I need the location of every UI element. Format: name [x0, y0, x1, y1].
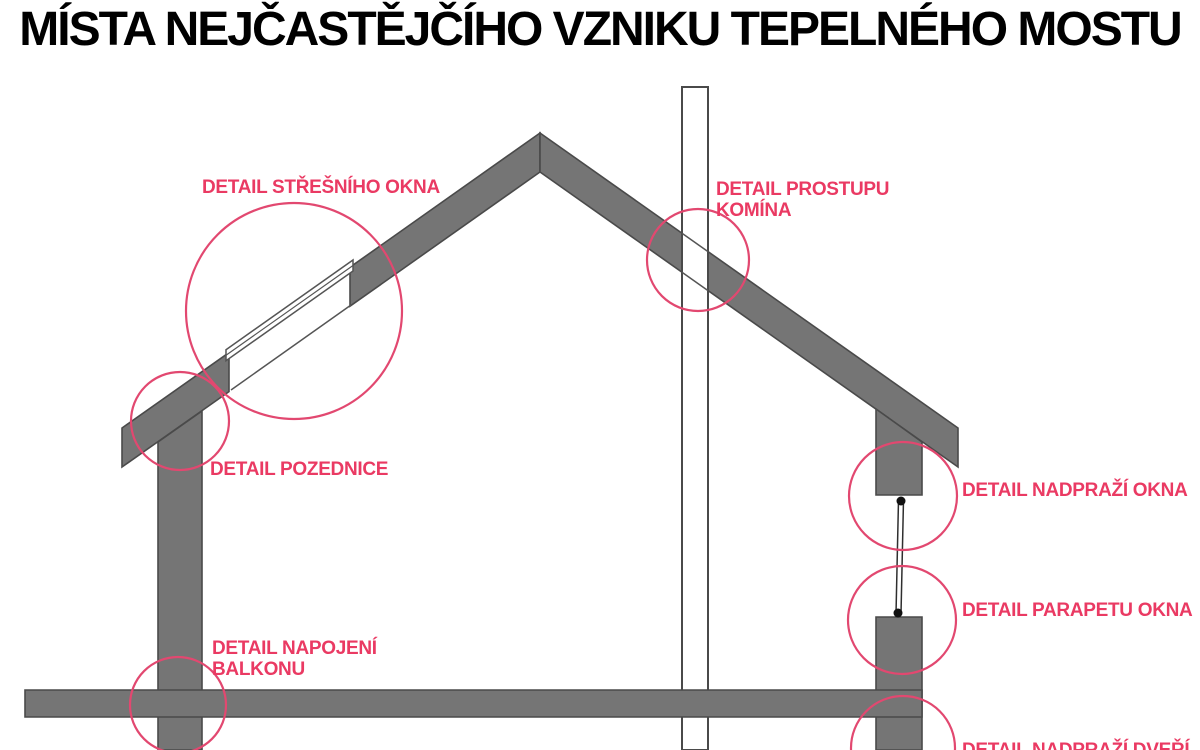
circle-chimney-detail [645, 207, 751, 313]
label-wall-plate-detail: DETAIL POZEDNICE [210, 459, 389, 480]
circle-window-sill-detail [846, 564, 958, 676]
right-wall-above-window [875, 407, 923, 496]
chimney-roof-top-edge-line [681, 232, 709, 253]
label-window-sill-detail: DETAIL PARAPETU OKNA [962, 600, 1193, 621]
window-sash-top-seal [896, 496, 906, 506]
label-balcony-detail: DETAIL NAPOJENÍ BALKONU [212, 638, 377, 680]
floor-balcony-slab [24, 689, 923, 718]
left-wall [157, 409, 203, 750]
circle-door-lintel-detail [849, 694, 957, 750]
left-roof-lower-segment [121, 351, 230, 469]
window-sash [895, 499, 905, 615]
label-door-lintel-detail: DETAIL NADPRAŽÍ DVEŘÍ [962, 740, 1190, 750]
left-roof-upper-segment [349, 131, 541, 308]
chimney-roof-bottom-edge-line [681, 271, 709, 292]
skylight-opening-inner-line [230, 304, 352, 391]
circle-balcony-detail [128, 655, 228, 750]
window-sash-bottom-seal [893, 608, 903, 618]
circle-window-lintel-detail [847, 440, 959, 552]
page-title: MÍSTA NEJČASTĚJČÍHO VZNIKU TEPELNÉHO MOS… [19, 3, 1182, 56]
skylight-glazing-line [225, 265, 354, 356]
label-window-lintel-detail: DETAIL NADPRAŽÍ OKNA [962, 480, 1188, 501]
right-roof-slope [539, 131, 959, 469]
circle-roof-window-detail [184, 201, 404, 421]
right-wall-below-window [875, 616, 923, 750]
circle-wall-plate-detail [129, 370, 231, 472]
label-chimney-detail: DETAIL PROSTUPU KOMÍNA [716, 179, 890, 221]
label-roof-window-detail: DETAIL STŘEŠNÍHO OKNA [202, 177, 440, 198]
chimney [681, 86, 709, 750]
